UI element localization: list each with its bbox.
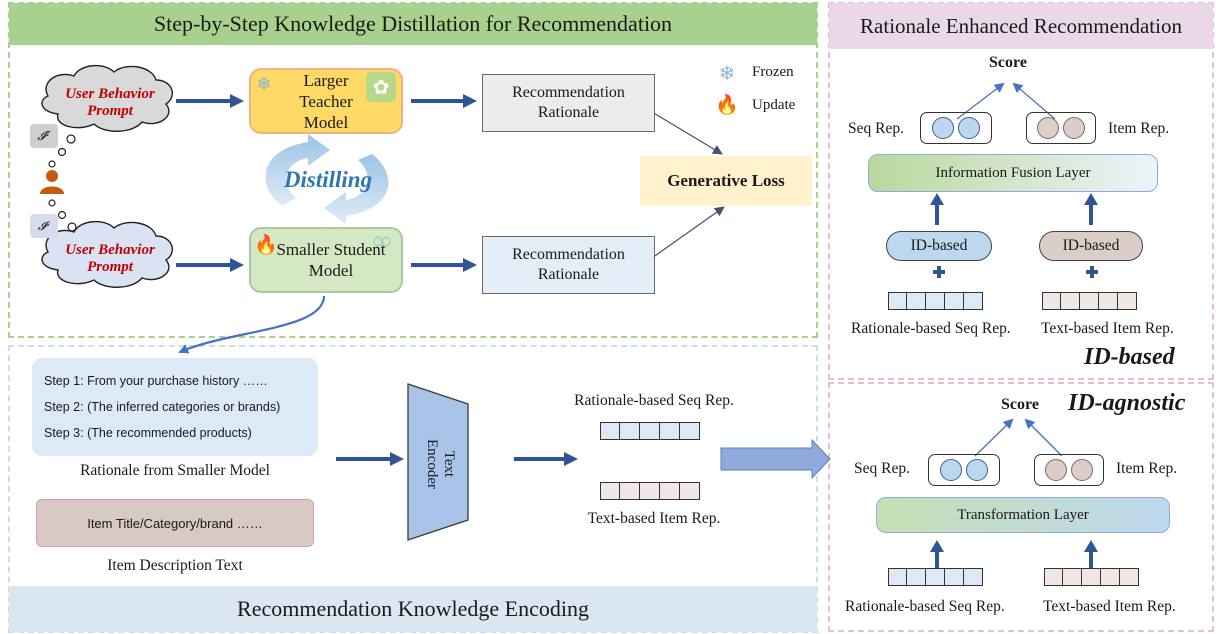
snowflake-icon: ❄ bbox=[718, 62, 736, 85]
id-based-item-embedding: ID-based bbox=[1039, 231, 1143, 261]
rationale-rep-label: Rationale-based Seq Rep. bbox=[574, 392, 734, 409]
id-based-item-rep bbox=[1026, 112, 1096, 144]
id-agnostic-seq-rep bbox=[928, 454, 1000, 486]
teacher-model-label: Larger Teacher Model bbox=[299, 70, 353, 132]
user-icon bbox=[40, 170, 64, 194]
legend-update: Update bbox=[752, 97, 796, 113]
id-agnostic-panel bbox=[828, 382, 1214, 632]
teacher-prompt-symbol: 𝓘ᵀ bbox=[30, 124, 58, 148]
distilling-label: Distilling bbox=[283, 167, 373, 192]
id-agnostic-rationale-label: Rationale-based Seq Rep. bbox=[845, 598, 1005, 615]
text-encoder-shape bbox=[407, 383, 469, 541]
encoding-panel bbox=[8, 345, 818, 633]
id-agnostic-seq-rep-label: Seq Rep. bbox=[854, 460, 910, 477]
legend-frozen: Frozen bbox=[752, 64, 794, 80]
rationale-steps-box: Step 1: From your purchase history …… St… bbox=[32, 358, 318, 456]
transformation-layer: Transformation Layer bbox=[876, 497, 1170, 533]
student-model: Smaller Student Model bbox=[249, 227, 403, 293]
id-based-rationale-label: Rationale-based Seq Rep. bbox=[851, 320, 1011, 337]
id-based-seq-rep bbox=[920, 112, 992, 144]
teacher-rationale-box: Recommendation Rationale bbox=[482, 74, 655, 132]
distilling-arrows bbox=[265, 134, 389, 224]
text-rep-label: Text-based Item Rep. bbox=[587, 510, 721, 527]
id-agnostic-item-rep-label: Item Rep. bbox=[1116, 460, 1178, 477]
generative-loss-box: Generative Loss bbox=[640, 156, 812, 206]
cloud-shape-student bbox=[41, 221, 174, 288]
step-3-text: Step 3: (The recommended products) bbox=[44, 426, 252, 440]
information-fusion-layer: Information Fusion Layer bbox=[868, 154, 1158, 192]
item-caption: Item Description Text bbox=[107, 557, 243, 574]
rationale-caption: Rationale from Smaller Model bbox=[80, 462, 270, 479]
openai-logo-icon: ✿ bbox=[366, 72, 396, 102]
id-agnostic-item-rep bbox=[1034, 454, 1104, 486]
id-based-score: Score bbox=[989, 54, 1027, 71]
id-based-seq-rep-label: Seq Rep. bbox=[848, 120, 904, 137]
id-based-text-vector bbox=[1042, 292, 1137, 310]
encoding-title: Recommendation Knowledge Encoding bbox=[9, 586, 817, 632]
rationale-rep-vector bbox=[600, 422, 700, 440]
flame-icon: 🔥 bbox=[254, 235, 278, 256]
id-based-item-rep-label: Item Rep. bbox=[1108, 120, 1170, 137]
cloud-shape-teacher bbox=[41, 65, 174, 132]
id-based-rationale-vector bbox=[888, 292, 983, 310]
step-1-text: Step 1: From your purchase history …… bbox=[44, 374, 268, 388]
text-rep-vector bbox=[600, 482, 700, 500]
snowflake-icon: ❄ bbox=[256, 73, 272, 94]
student-prompt-symbol: 𝓘ˢ bbox=[30, 214, 58, 238]
id-agnostic-tag: ID-agnostic bbox=[1068, 390, 1186, 416]
transfer-arrow bbox=[720, 438, 831, 480]
student-rationale-box: Recommendation Rationale bbox=[482, 236, 655, 294]
distillation-title: Step-by-Step Knowledge Distillation for … bbox=[9, 3, 817, 45]
step-2-text: Step 2: (The inferred categories or bran… bbox=[44, 400, 281, 414]
flame-icon: 🔥 bbox=[715, 95, 739, 116]
id-agnostic-score: Score bbox=[1001, 396, 1039, 413]
id-agnostic-text-label: Text-based Item Rep. bbox=[1043, 598, 1176, 615]
flow-arrows-top bbox=[176, 94, 477, 272]
meta-logo-icon: ∞ bbox=[370, 223, 394, 257]
item-description-box: Item Title/Category/brand …… bbox=[36, 499, 314, 547]
plus-icon bbox=[933, 266, 1098, 278]
student-prompt-label: User Behavior Prompt bbox=[65, 242, 155, 275]
id-based-text-label: Text-based Item Rep. bbox=[1041, 320, 1174, 337]
id-based-tag: ID-based bbox=[1084, 344, 1175, 370]
id-agnostic-rationale-vector bbox=[888, 568, 983, 586]
student-model-label: Smaller Student Model bbox=[276, 240, 386, 280]
id-agnostic-text-vector bbox=[1044, 568, 1139, 586]
up-arrow-icon bbox=[930, 193, 1098, 568]
teacher-prompt-label: User Behavior Prompt bbox=[65, 86, 155, 119]
recommendation-title: Rationale Enhanced Recommendation bbox=[829, 3, 1213, 49]
id-based-seq-embedding: ID-based bbox=[886, 231, 992, 261]
text-encoder-label: Text Encoder bbox=[424, 439, 457, 489]
